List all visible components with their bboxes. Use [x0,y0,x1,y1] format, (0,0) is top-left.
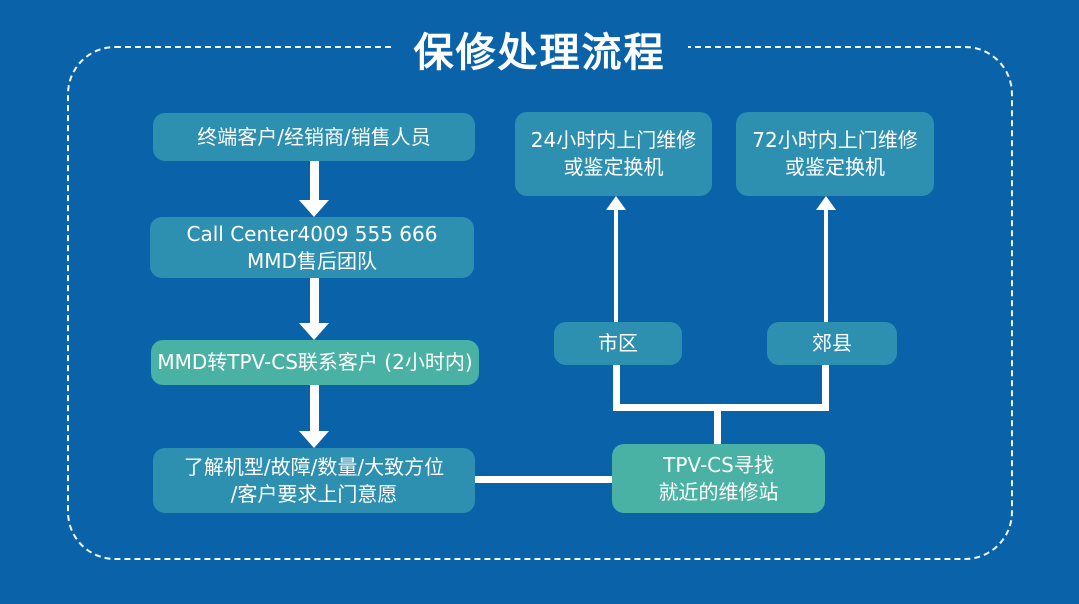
arrow-up-urban-to-24h [606,196,626,322]
arrow-head-icon [816,196,836,210]
node-call-center: Call Center4009 555 666 MMD售后团队 [150,217,474,278]
node-terminal-customer: 终端客户/经销商/销售人员 [153,113,475,161]
connector-tpv-stub [714,404,721,444]
connector-gather-to-tpv [475,476,612,483]
arrow-shaft [309,278,319,323]
node-mmd-transfer: MMD转TPV-CS联系客户 (2小时内) [151,340,479,385]
node-tpv-find-station: TPV-CS寻找 就近的维修站 [612,444,825,513]
connector-tree-horizontal [613,404,829,411]
node-service-72h: 72小时内上门维修 或鉴定换机 [736,112,934,196]
node-urban: 市区 [554,322,682,365]
node-suburb: 郊县 [767,322,897,365]
arrow-head-icon [606,196,626,210]
connector-urban-stub [613,365,620,411]
arrow-up-suburb-to-72h [816,196,836,322]
arrow-head-icon [299,200,329,217]
arrow-head-icon [299,323,329,340]
arrow-shaft [309,385,319,431]
connector-suburb-stub [822,365,829,411]
arrow-shaft [824,210,828,322]
node-gather-info: 了解机型/故障/数量/大致方位 /客户要求上门意愿 [153,448,475,513]
node-service-24h: 24小时内上门维修 或鉴定换机 [515,112,712,196]
arrow-shaft [614,210,618,322]
page-title: 保修处理流程 [391,20,688,78]
arrow-down-mmd-to-gather [299,385,329,448]
arrow-down-terminal-to-callcenter [299,161,329,217]
arrow-shaft [309,161,319,200]
arrow-down-callcenter-to-mmd [299,278,329,340]
arrow-head-icon [299,431,329,448]
